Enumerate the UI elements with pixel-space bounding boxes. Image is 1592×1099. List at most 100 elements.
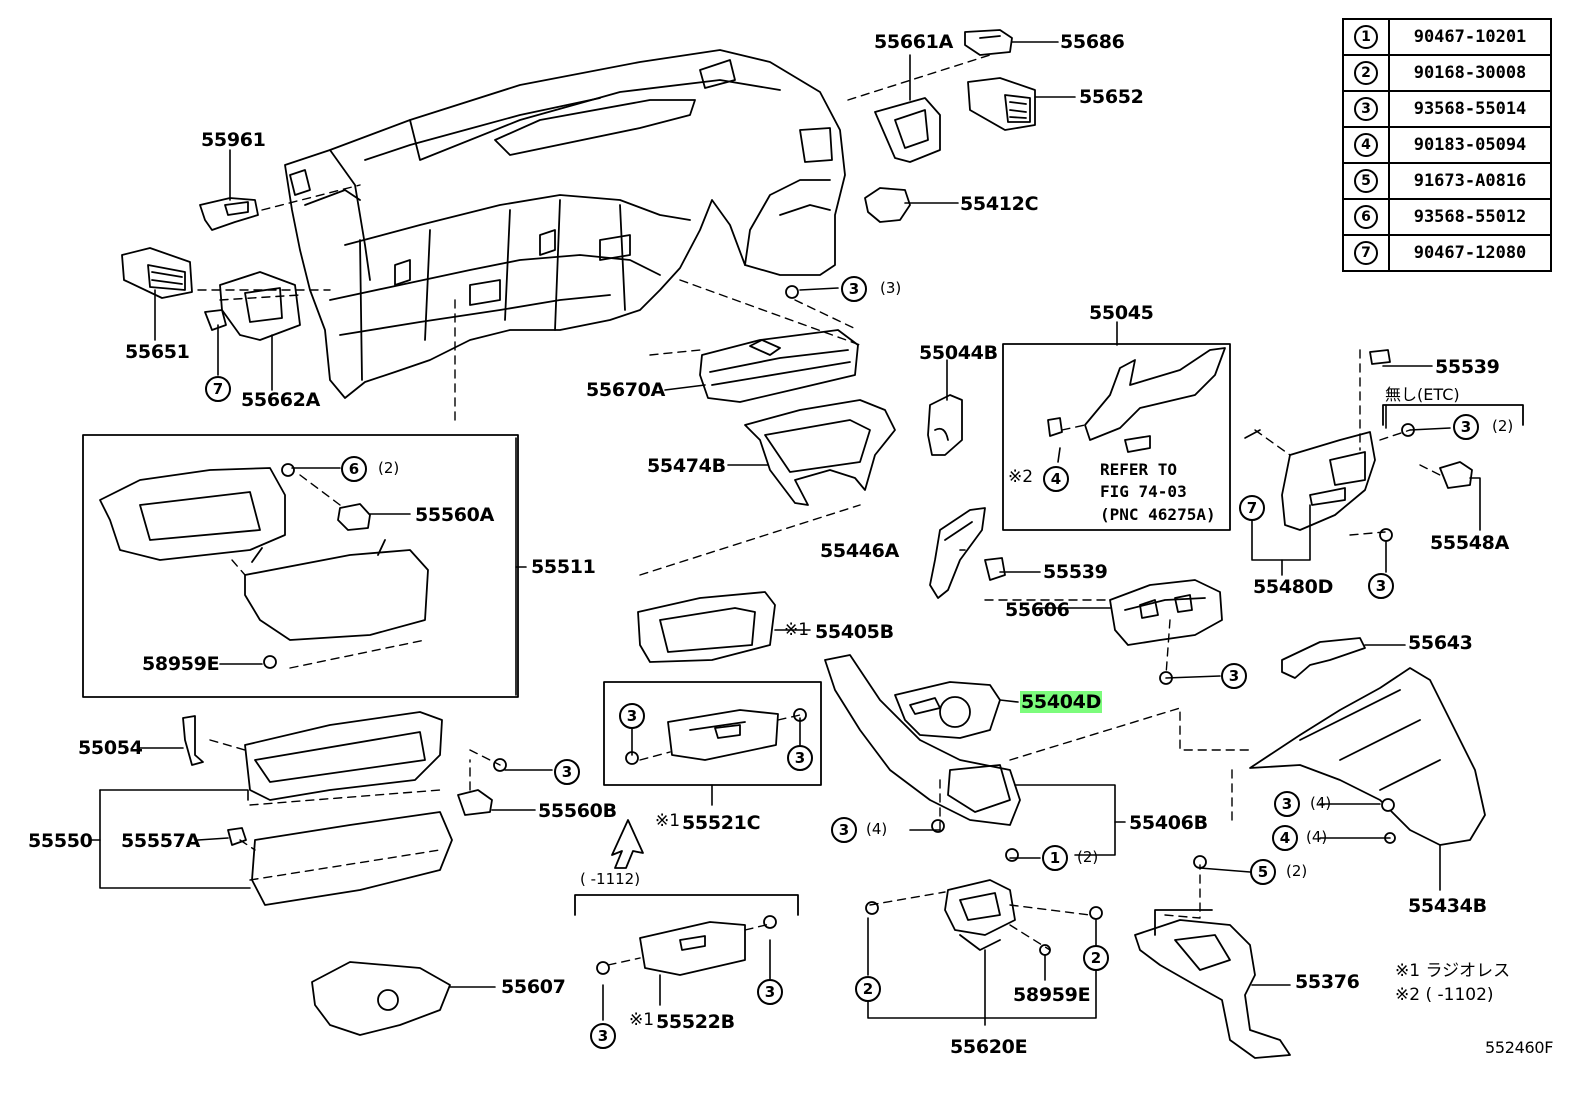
part-label[interactable]: 55405B: [815, 621, 894, 643]
callout-3[interactable]: 3: [1274, 791, 1300, 817]
part-label[interactable]: 55560B: [538, 800, 617, 822]
part-label[interactable]: 55686: [1060, 31, 1125, 53]
part-label[interactable]: 55044B: [919, 342, 998, 364]
table-callout: 6: [1354, 205, 1378, 229]
callout-3[interactable]: 3: [841, 276, 867, 302]
box-55511: [82, 434, 519, 698]
callout-1[interactable]: 1: [1042, 845, 1068, 871]
table-row[interactable]: 5 91673-A0816: [1342, 162, 1552, 200]
part-55961-drawing: [199, 197, 259, 231]
callout-4[interactable]: 4: [1272, 825, 1298, 851]
part-55539-mid-drawing: [984, 557, 1006, 581]
callout-qty: (3): [880, 279, 902, 297]
part-label[interactable]: 55961: [201, 129, 266, 151]
bracket-nashi: [1382, 404, 1524, 426]
part-label[interactable]: 55652: [1079, 86, 1144, 108]
part-55560A-drawing: [337, 503, 371, 531]
part-label-highlighted[interactable]: 55404D: [1020, 691, 1103, 713]
part-label[interactable]: 58959E: [1013, 984, 1091, 1006]
part-label[interactable]: 55521C: [682, 812, 761, 834]
part-55557A-drawing: [227, 827, 247, 846]
part-label[interactable]: 55434B: [1408, 895, 1487, 917]
part-label[interactable]: 58959E: [142, 653, 220, 675]
part-label[interactable]: 55406B: [1129, 812, 1208, 834]
part-55548A-drawing: [1439, 461, 1473, 489]
part-label[interactable]: 55539: [1043, 561, 1108, 583]
part-58959E-a-drawing: [263, 655, 277, 669]
callout-7[interactable]: 7: [1239, 495, 1265, 521]
part-55606-drawing: [1109, 579, 1223, 646]
part-number: 90183-05094: [1388, 126, 1552, 164]
callout-qty: (4): [1310, 794, 1332, 812]
callout-qty: (4): [866, 820, 888, 838]
part-label[interactable]: 55446A: [820, 540, 900, 562]
part-label[interactable]: 55662A: [241, 389, 321, 411]
bracket-55522B: [574, 894, 799, 916]
table-row[interactable]: 4 90183-05094: [1342, 126, 1552, 164]
part-label[interactable]: 55607: [501, 976, 566, 998]
callout-3[interactable]: 3: [590, 1023, 616, 1049]
part-label[interactable]: 55606: [1005, 599, 1070, 621]
part-55406B-drawing: [824, 654, 1021, 826]
table-callout: 4: [1354, 133, 1378, 157]
part-label[interactable]: 55548A: [1430, 532, 1510, 554]
part-label[interactable]: 55412C: [960, 193, 1039, 215]
callout-3[interactable]: 3: [757, 979, 783, 1005]
callout-7[interactable]: 7: [205, 376, 231, 402]
part-55560B-drawing: [457, 789, 493, 816]
callout-5[interactable]: 5: [1250, 859, 1276, 885]
part-label[interactable]: 55522B: [656, 1011, 735, 1033]
callout-3[interactable]: 3: [1221, 663, 1247, 689]
part-55550-drawing: [244, 711, 453, 906]
part-label[interactable]: 55620E: [950, 1036, 1028, 1058]
part-number: 90168-30008: [1388, 54, 1552, 92]
callout-6[interactable]: 6: [341, 456, 367, 482]
callout-3[interactable]: 3: [787, 745, 813, 771]
callout-3[interactable]: 3: [1368, 573, 1394, 599]
callout-qty: (2): [1492, 417, 1514, 435]
callout-3[interactable]: 3: [554, 759, 580, 785]
part-label[interactable]: 55670A: [586, 379, 666, 401]
part-55405B-drawing: [637, 591, 776, 663]
callout-3[interactable]: 3: [619, 703, 645, 729]
part-label[interactable]: 55480D: [1253, 576, 1334, 598]
callout-qty: (2): [1077, 848, 1099, 866]
part-label[interactable]: 55643: [1408, 632, 1473, 654]
part-label[interactable]: 55557A: [121, 830, 201, 852]
part-55620E-drawing: [944, 879, 1016, 951]
part-label[interactable]: 55054: [78, 737, 143, 759]
part-55376-drawing: [1134, 919, 1291, 1059]
part-55607-drawing: [311, 961, 451, 1036]
part-label[interactable]: 55539: [1435, 356, 1500, 378]
part-55521C-drawing: [667, 709, 779, 761]
refer-line-1: REFER TO: [1100, 460, 1178, 479]
part-label[interactable]: 55376: [1295, 971, 1360, 993]
table-callout: 5: [1354, 169, 1378, 193]
part-label[interactable]: 55511: [531, 556, 596, 578]
part-55651-drawing: [121, 247, 193, 299]
callout-4[interactable]: 4: [1043, 466, 1069, 492]
callout-3[interactable]: 3: [1453, 414, 1479, 440]
part-number: 91673-A0816: [1388, 162, 1552, 200]
part-label[interactable]: 55661A: [874, 31, 954, 53]
part-55539-top-drawing: [1369, 349, 1391, 365]
part-label[interactable]: 55550: [28, 830, 93, 852]
callout-3[interactable]: 3: [831, 817, 857, 843]
part-55474B-drawing: [744, 399, 896, 506]
nashi-etc-note: 無し(ETC): [1385, 385, 1460, 404]
part-label[interactable]: 55560A: [415, 504, 495, 526]
footnote-2: ※2 ( -1102): [1395, 985, 1494, 1005]
table-callout: 3: [1354, 97, 1378, 121]
callout-2[interactable]: 2: [855, 976, 881, 1002]
part-label[interactable]: 55045: [1089, 302, 1154, 324]
callout-2[interactable]: 2: [1083, 945, 1109, 971]
part-label[interactable]: 55651: [125, 341, 190, 363]
part-label[interactable]: 55474B: [647, 455, 726, 477]
